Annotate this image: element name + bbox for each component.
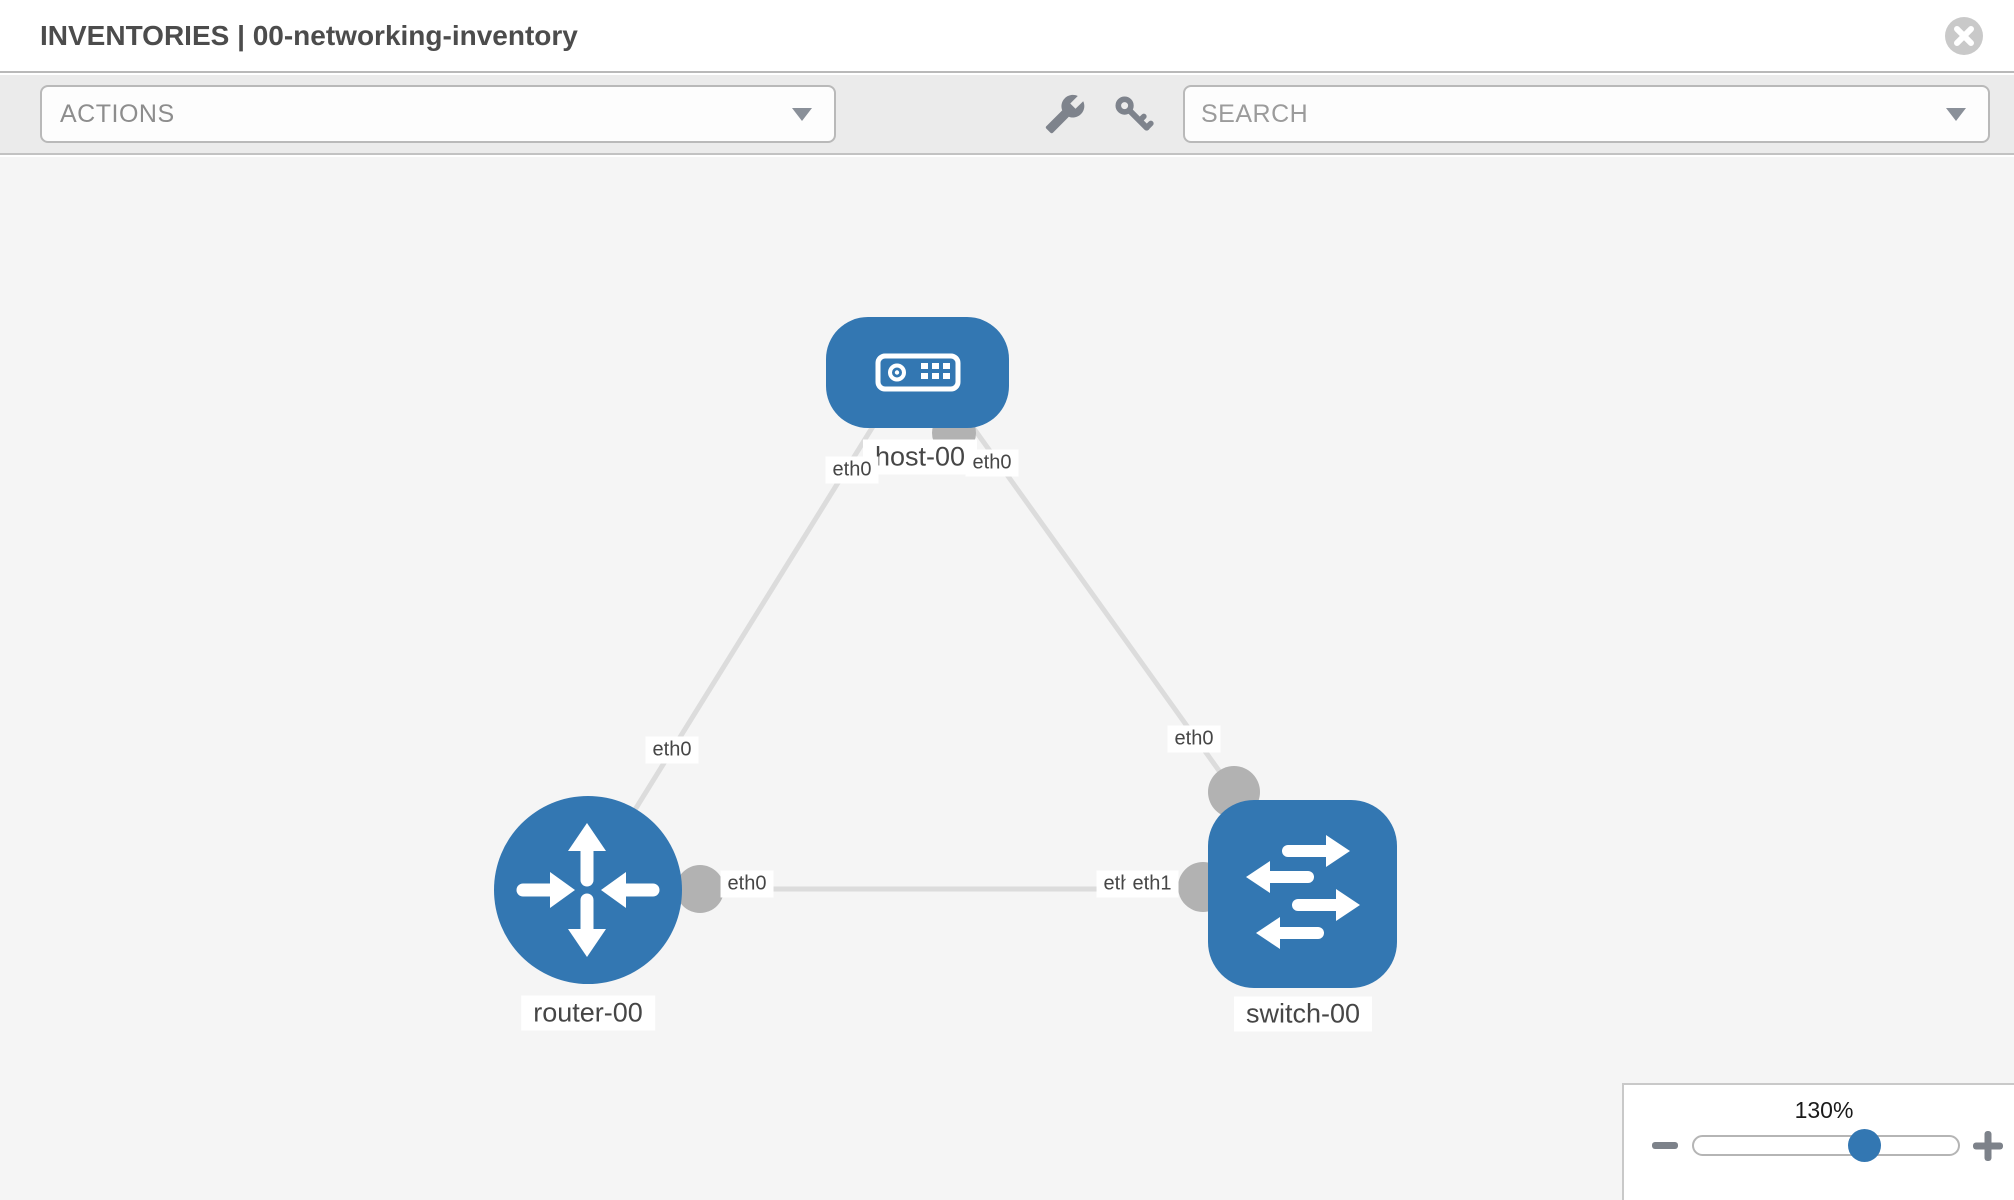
configure-button[interactable]: [1044, 93, 1086, 135]
search-dropdown[interactable]: [1183, 85, 1990, 143]
zoom-slider-thumb[interactable]: [1848, 1129, 1881, 1162]
node-label-host: host-00: [862, 439, 978, 475]
interface-port: [676, 865, 724, 913]
node-label-router: router-00: [521, 995, 655, 1031]
chevron-down-icon: [1946, 108, 1966, 121]
interface-label: eth0: [825, 456, 879, 484]
zoom-out-button[interactable]: [1650, 1132, 1680, 1158]
page-title: INVENTORIES | 00-networking-inventory: [40, 19, 578, 51]
interface-label: eth0: [720, 870, 774, 898]
plus-icon: [1973, 1131, 2003, 1161]
close-icon: [1945, 17, 1983, 55]
wrench-icon: [1045, 94, 1085, 134]
host-icon: [875, 353, 961, 392]
node-switch-00[interactable]: [1208, 800, 1397, 988]
topology-edges: [607, 405, 1260, 913]
minus-icon: [1652, 1142, 1678, 1149]
node-label-switch: switch-00: [1233, 996, 1373, 1032]
interface-label: eth0: [1167, 725, 1221, 753]
node-router-00[interactable]: [494, 796, 682, 984]
node-host-00[interactable]: [826, 317, 1009, 428]
search-input[interactable]: [1185, 99, 1885, 129]
zoom-slider-track[interactable]: [1692, 1135, 1960, 1156]
toolbar: ACTIONS: [0, 75, 2014, 155]
interface-label: eth0: [645, 736, 699, 764]
switch-icon: [1246, 835, 1360, 949]
key-icon: [1115, 96, 1154, 131]
zoom-panel: 130%: [1622, 1083, 2014, 1200]
router-icon: [516, 823, 660, 957]
chevron-down-icon: [792, 108, 812, 121]
actions-dropdown-label: ACTIONS: [60, 99, 175, 128]
header-bar: INVENTORIES | 00-networking-inventory: [0, 0, 2014, 73]
interface-label: eth1: [1125, 870, 1179, 898]
actions-dropdown[interactable]: ACTIONS: [40, 85, 836, 143]
topology-canvas[interactable]: host-00 router-00 switch-00 eth0 eth0 et…: [0, 157, 2014, 1200]
credentials-button[interactable]: [1112, 93, 1154, 135]
close-button[interactable]: [1944, 16, 1984, 56]
zoom-level-value: 130%: [1794, 1097, 1854, 1123]
interface-label: eth0: [965, 449, 1019, 477]
zoom-in-button[interactable]: [1972, 1130, 2004, 1162]
